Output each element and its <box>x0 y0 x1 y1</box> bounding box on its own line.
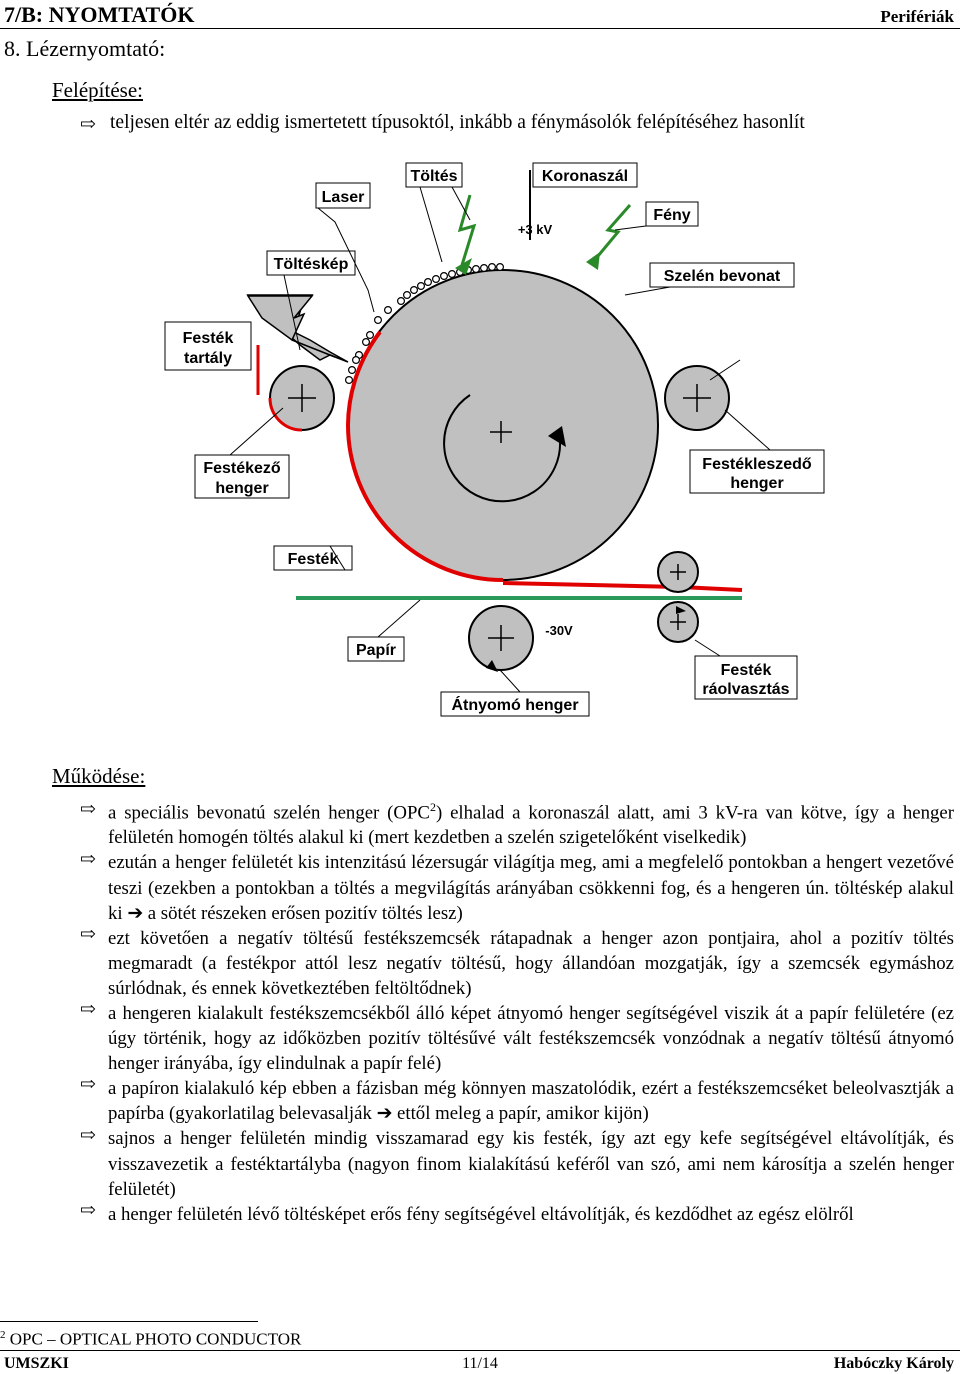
label-toner-tank-2: tartály <box>184 350 232 367</box>
light-arrow <box>591 204 632 263</box>
footer-page-number: 11/14 <box>462 1355 498 1372</box>
header-rule <box>0 28 960 29</box>
operation-item-6: sajnos a henger felületén mindig visszam… <box>108 1128 954 1200</box>
bullet-arrow-icon: ⇨ <box>80 1074 96 1095</box>
bullet-arrow-icon: ⇨ <box>80 849 96 870</box>
label-voltage-plus: +3 kV <box>518 222 553 237</box>
label-corona-wire: Koronaszál <box>542 168 628 185</box>
subheading-structure: Felépítése: <box>52 78 143 102</box>
bullet-arrow-icon: ⇨ <box>80 1125 96 1146</box>
footer-author: Habóczky Károly <box>833 1355 954 1372</box>
operation-item-5: a papíron kialakuló kép ebben a fázisban… <box>108 1078 954 1125</box>
label-charge: Töltés <box>410 168 457 185</box>
footnote: 2 OPC – OPTICAL PHOTO CONDUCTOR <box>0 1329 302 1349</box>
header-topic: Perifériák <box>880 7 954 26</box>
operation-item-1: a speciális bevonatú szelén henger (OPC2… <box>108 800 955 849</box>
label-charge-image: Töltéskép <box>274 256 349 273</box>
footer-rule <box>0 1350 960 1351</box>
label-paper: Papír <box>356 642 396 659</box>
label-toner-roller-1: Festékező <box>203 460 281 477</box>
label-fusing-2: ráolvasztás <box>702 681 789 698</box>
label-toner-tank-1: Festék <box>183 330 234 347</box>
label-transfer-roller: Átnyomó henger <box>451 695 578 714</box>
intro-text: teljesen eltér az eddig ismertetett típu… <box>110 112 805 133</box>
operation-list: a speciális bevonatú szelén henger (OPC2… <box>108 795 954 1227</box>
bullet-arrow-icon: ⇨ <box>80 924 96 945</box>
label-selenium-coating: Szelén bevonat <box>664 268 781 285</box>
bullet-arrow-icon: ⇨ <box>80 999 96 1020</box>
label-laser: Laser <box>322 189 365 206</box>
section-title: 8. Lézernyomtató: <box>4 36 166 61</box>
label-light: Fény <box>653 207 690 224</box>
paper-toner <box>502 581 743 592</box>
toner-coating <box>346 330 382 426</box>
arrow-right-icon: ➔ <box>376 1103 393 1125</box>
footnote-rule <box>0 1321 258 1322</box>
label-toner: Festék <box>288 551 339 568</box>
arrow-right-icon: ➔ <box>127 902 144 924</box>
operation-item-4: a hengeren kialakult festékszemcsékből á… <box>108 1003 954 1075</box>
operation-item-3: ezt követően a negatív töltésű festéksze… <box>108 927 954 999</box>
rotation-arrow <box>443 394 562 503</box>
operation-item-7: a henger felületén lévő töltésképet erős… <box>108 1203 854 1225</box>
header-chapter: 7/B: NYOMTATÓK <box>4 2 195 27</box>
footer-school: UMSZKI <box>4 1355 69 1372</box>
charge-arrow <box>457 194 477 266</box>
laser-printer-diagram: Laser Töltés Koronaszál Fény +3 kV Tölté… <box>164 162 825 717</box>
bullet-arrow-icon: ⇨ <box>80 114 96 135</box>
bullet-arrow-icon: ⇨ <box>80 1200 96 1221</box>
label-cleaning-roller-1: Festékleszedő <box>702 456 812 473</box>
bullet-arrow-icon: ⇨ <box>80 799 96 820</box>
charge-dots <box>345 263 505 385</box>
label-toner-roller-2: henger <box>215 480 268 497</box>
subheading-operation: Működése: <box>52 764 146 788</box>
label-fusing-1: Festék <box>721 662 772 679</box>
operation-item-2: ezután a henger felületét kis intenzitás… <box>108 852 954 924</box>
label-cleaning-roller-2: henger <box>730 475 783 492</box>
label-voltage-minus: -30V <box>545 623 573 638</box>
